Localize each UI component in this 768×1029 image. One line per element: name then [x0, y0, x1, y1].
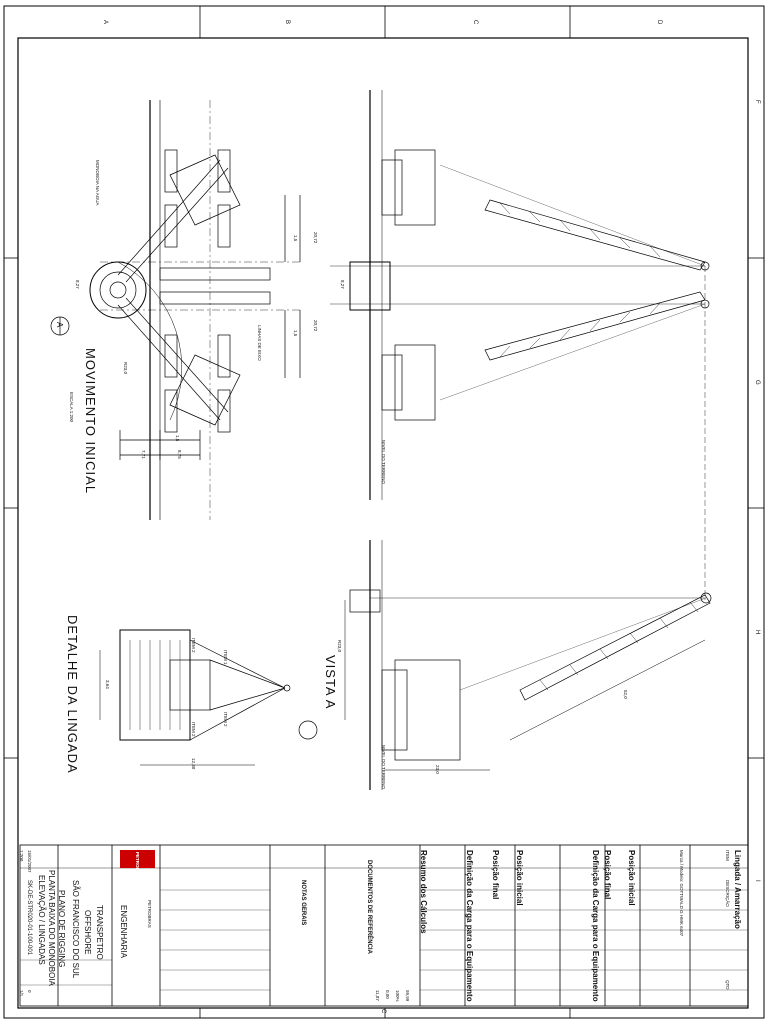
table-ligada-header-0: ITEM [725, 850, 730, 861]
grid-letter-bottom-2: C [380, 1009, 386, 1014]
table-pos-inicial: Posição inicial [627, 850, 636, 906]
title-company-1: PETROBRAS [135, 852, 140, 881]
title-date: 15/01/2007 [27, 850, 32, 873]
title-movimento-inicial: MOVIMENTO INICIAL [83, 348, 98, 495]
title-location: SÃO FRANCISCO DO SUL [71, 880, 80, 979]
grid-letter-side-1: G [754, 380, 760, 385]
elevation-view-upper [330, 90, 710, 600]
table-ligada-title: Lingada / Amarração [733, 850, 742, 929]
dim-15-b: 1,5 [293, 330, 298, 337]
dim-827-plan: 8,27 [75, 280, 80, 289]
title-plan-line2: PLANTA BAIXA DO MONOBOIA [47, 870, 56, 986]
table-definicao-1: Definição da Carga para o Equipamento [591, 850, 600, 1002]
grid-letter-side-2: H [754, 630, 760, 635]
elevation-view-lower [298, 540, 712, 790]
dim-radius-plan: R23,0 [123, 362, 128, 375]
label-item2-c: ITEM 2 [191, 722, 196, 737]
dim-771: 7,71 [141, 450, 146, 459]
label-linhas-eixo: LINHAS DE EIXO [257, 325, 262, 361]
title-folha: 1/1 [19, 990, 24, 997]
label-item2-a: ITEM 2 [191, 638, 196, 653]
grid-letter-side-3: I [754, 880, 760, 882]
title-engenharia: ENGENHARIA [119, 905, 128, 958]
title-transpetro: TRANSPETRO [95, 905, 104, 960]
table-definicao-2: Definição da Carga para o Equipamento [465, 850, 474, 1002]
grid-letter-top-0: A [102, 20, 108, 25]
grid-letter-top-1: B [284, 20, 290, 25]
label-nivel-1: NIVEL DO TERRENO [381, 440, 386, 485]
table-pos-final-2: Posição final [491, 850, 500, 900]
table-notas: NOTAS GERAIS [300, 880, 306, 926]
subtitle-movimento-inicial: ESCALA 1:200 [69, 392, 74, 423]
title-offshore: OFFSHORE [83, 910, 92, 955]
title-vista-a: VISTA A [323, 655, 338, 710]
table-pos-inicial-2: Posição inicial [515, 850, 524, 906]
dim-875: 8,75 [177, 450, 182, 459]
table-ligada-header-1: DESCRIÇÃO [725, 880, 730, 907]
dim-230: 23,0 [435, 765, 440, 774]
table-resumo: Resumo dos Cálculos [419, 850, 428, 934]
dim-2072-bottom: 20,72 [313, 320, 318, 332]
table-ligada-header-2: QTD [725, 980, 730, 990]
dim-radius-elev: R23,0 [337, 640, 342, 653]
table-resumo-val-0: 99,99 [405, 990, 410, 1002]
title-plan-line3: ELEVAÇÃO / LINGADAS [37, 875, 46, 965]
table-resumo-val-1: 100% [395, 990, 400, 1002]
label-item2-b: ITEM 2 [223, 712, 228, 727]
grid-letter-top-3: D [656, 20, 662, 25]
table-area [19, 844, 749, 1007]
section-marker-label: A [55, 322, 64, 328]
table-crane-model: Marca / Modelo: GOTTWALD G HMK 6407 [679, 850, 684, 937]
dim-1230: 12,30 [191, 758, 196, 770]
detail-view [99, 629, 291, 766]
grid-letter-side-0: F [754, 100, 760, 104]
label-nivel-2: NIVEL DO TERRENO [381, 745, 386, 790]
grid-letter-top-2: C [472, 20, 478, 25]
inner-frame [17, 37, 749, 1009]
table-resumo-val-2: 0,00 [385, 990, 390, 999]
title-rev: 0 [27, 990, 32, 993]
title-detalhe-lingada: DETALHE DA LINGADA [65, 615, 80, 774]
table-documentos: DOCUMENTOS DE REFERÊNCIA [366, 860, 372, 954]
dim-15-a: 1,5 [293, 235, 298, 242]
table-resumo-val-3: 11,87 [375, 990, 380, 1001]
title-company-2: PETROBRAS [147, 900, 152, 928]
dim-2072-top: 20,72 [313, 232, 318, 244]
outer-frame [3, 5, 765, 1019]
dim-364: 3,64 [105, 680, 110, 689]
label-monoboia: MONOBOIA NA AGUA [95, 160, 100, 206]
dim-boom-length: 52,0 [623, 690, 628, 699]
top-grid-ticks [4, 6, 764, 1018]
title-doc-number: SK-DE-STR020-01-100-001 [26, 880, 32, 956]
table-pos-final: Posição final [603, 850, 612, 900]
dim-827-elev: 8,27 [340, 280, 345, 289]
dim-15-c: 1,5 [175, 435, 180, 442]
label-item1: ITEM 1 [223, 650, 228, 665]
title-escala: 1:200 [19, 850, 24, 862]
plan-view [50, 100, 301, 520]
title-plan-line1: PLANO DE RIGGING [57, 890, 66, 968]
